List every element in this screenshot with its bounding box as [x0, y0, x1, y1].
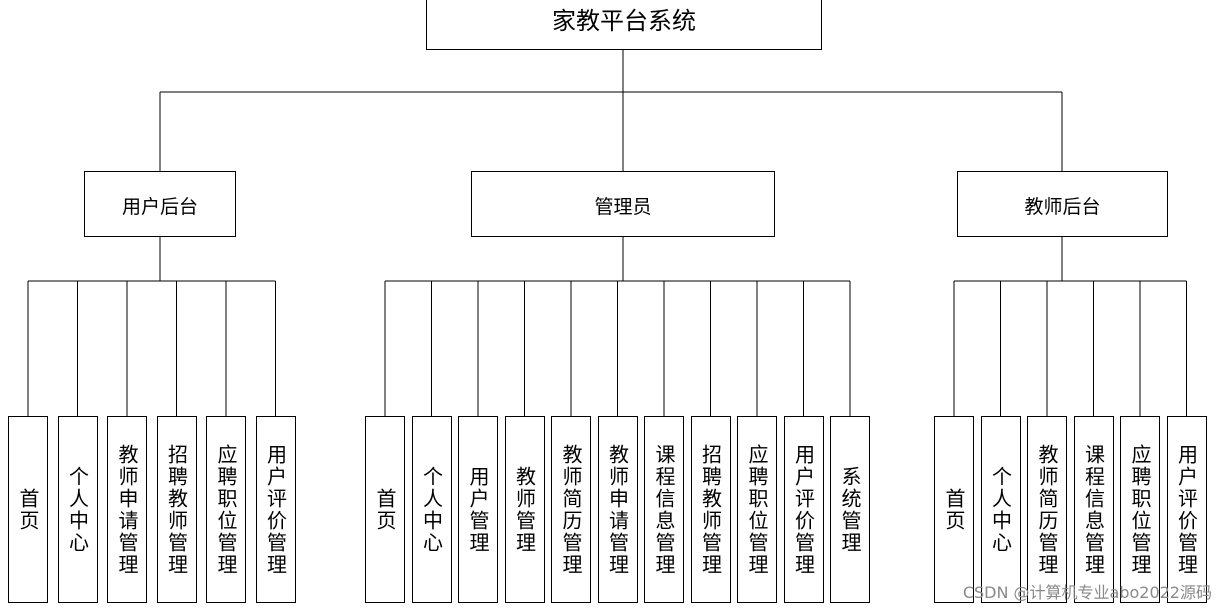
root-label: 家教平台系统: [552, 7, 696, 35]
leaf-label: 用户评价管理: [1174, 443, 1199, 576]
leaf-label: 教师简历管理: [559, 443, 583, 576]
group-admin: 管理员: [471, 171, 775, 237]
leaf-node: 课程信息管理: [1073, 416, 1114, 603]
leaf-node: 用户评价管理: [783, 416, 824, 603]
leaf-node: 应聘职位管理: [1120, 416, 1160, 603]
leaf-label: 首页: [942, 487, 966, 532]
leaf-node: 首页: [8, 416, 48, 603]
root-node: 家教平台系统: [426, 0, 822, 50]
leaf-node: 招聘教师管理: [690, 416, 731, 603]
leaf-label: 教师申请管理: [605, 443, 630, 576]
group-label: 教师后台: [1024, 196, 1101, 218]
leaf-node: 用户评价管理: [255, 416, 296, 603]
leaf-node: 教师简历管理: [551, 416, 591, 603]
leaf-node: 个人中心: [411, 416, 452, 603]
group-label: 用户后台: [121, 196, 198, 218]
leaf-label: 用户评价管理: [791, 443, 816, 576]
leaf-label: 应聘职位管理: [745, 443, 769, 576]
leaf-label: 个人中心: [988, 465, 1013, 554]
leaf-label: 用户评价管理: [263, 443, 288, 576]
leaf-node: 教师管理: [504, 416, 545, 603]
leaf-node: 首页: [365, 416, 405, 603]
leaf-label: 教师申请管理: [115, 443, 139, 576]
watermark: CSDN @计算机专业abo2022源码: [962, 583, 1212, 602]
leaf-label: 系统管理: [838, 465, 862, 554]
leaf-label: 招聘教师管理: [698, 443, 723, 576]
leaf-label: 课程信息管理: [1081, 443, 1106, 576]
leaf-node: 教师申请管理: [107, 416, 147, 603]
leaf-node: 用户管理: [458, 416, 498, 603]
leaf-label: 个人中心: [65, 465, 90, 554]
leaf-label: 课程信息管理: [652, 443, 676, 576]
leaf-node: 教师申请管理: [597, 416, 638, 603]
leaf-node: 个人中心: [57, 416, 98, 603]
leaf-node: 用户评价管理: [1166, 416, 1207, 603]
leaf-node: 个人中心: [980, 416, 1021, 603]
group-teacher-backend: 教师后台: [957, 171, 1168, 237]
leaf-label: 首页: [373, 487, 397, 532]
leaf-label: 应聘职位管理: [214, 443, 238, 576]
leaf-label: 教师简历管理: [1035, 443, 1059, 576]
leaf-label: 首页: [16, 487, 40, 532]
leaf-label: 招聘教师管理: [164, 443, 189, 576]
group-label: 管理员: [594, 196, 652, 218]
leaf-node: 系统管理: [830, 416, 870, 603]
leaf-node: 应聘职位管理: [206, 416, 246, 603]
leaf-node: 教师简历管理: [1027, 416, 1067, 603]
leaf-label: 教师管理: [512, 465, 537, 554]
group-user-backend: 用户后台: [84, 171, 236, 237]
leaf-node: 课程信息管理: [644, 416, 684, 603]
leaf-label: 应聘职位管理: [1128, 443, 1152, 576]
leaf-node: 首页: [934, 416, 974, 603]
leaf-node: 招聘教师管理: [156, 416, 197, 603]
leaf-node: 应聘职位管理: [737, 416, 777, 603]
leaf-label: 用户管理: [466, 465, 490, 554]
leaf-label: 个人中心: [419, 465, 444, 554]
